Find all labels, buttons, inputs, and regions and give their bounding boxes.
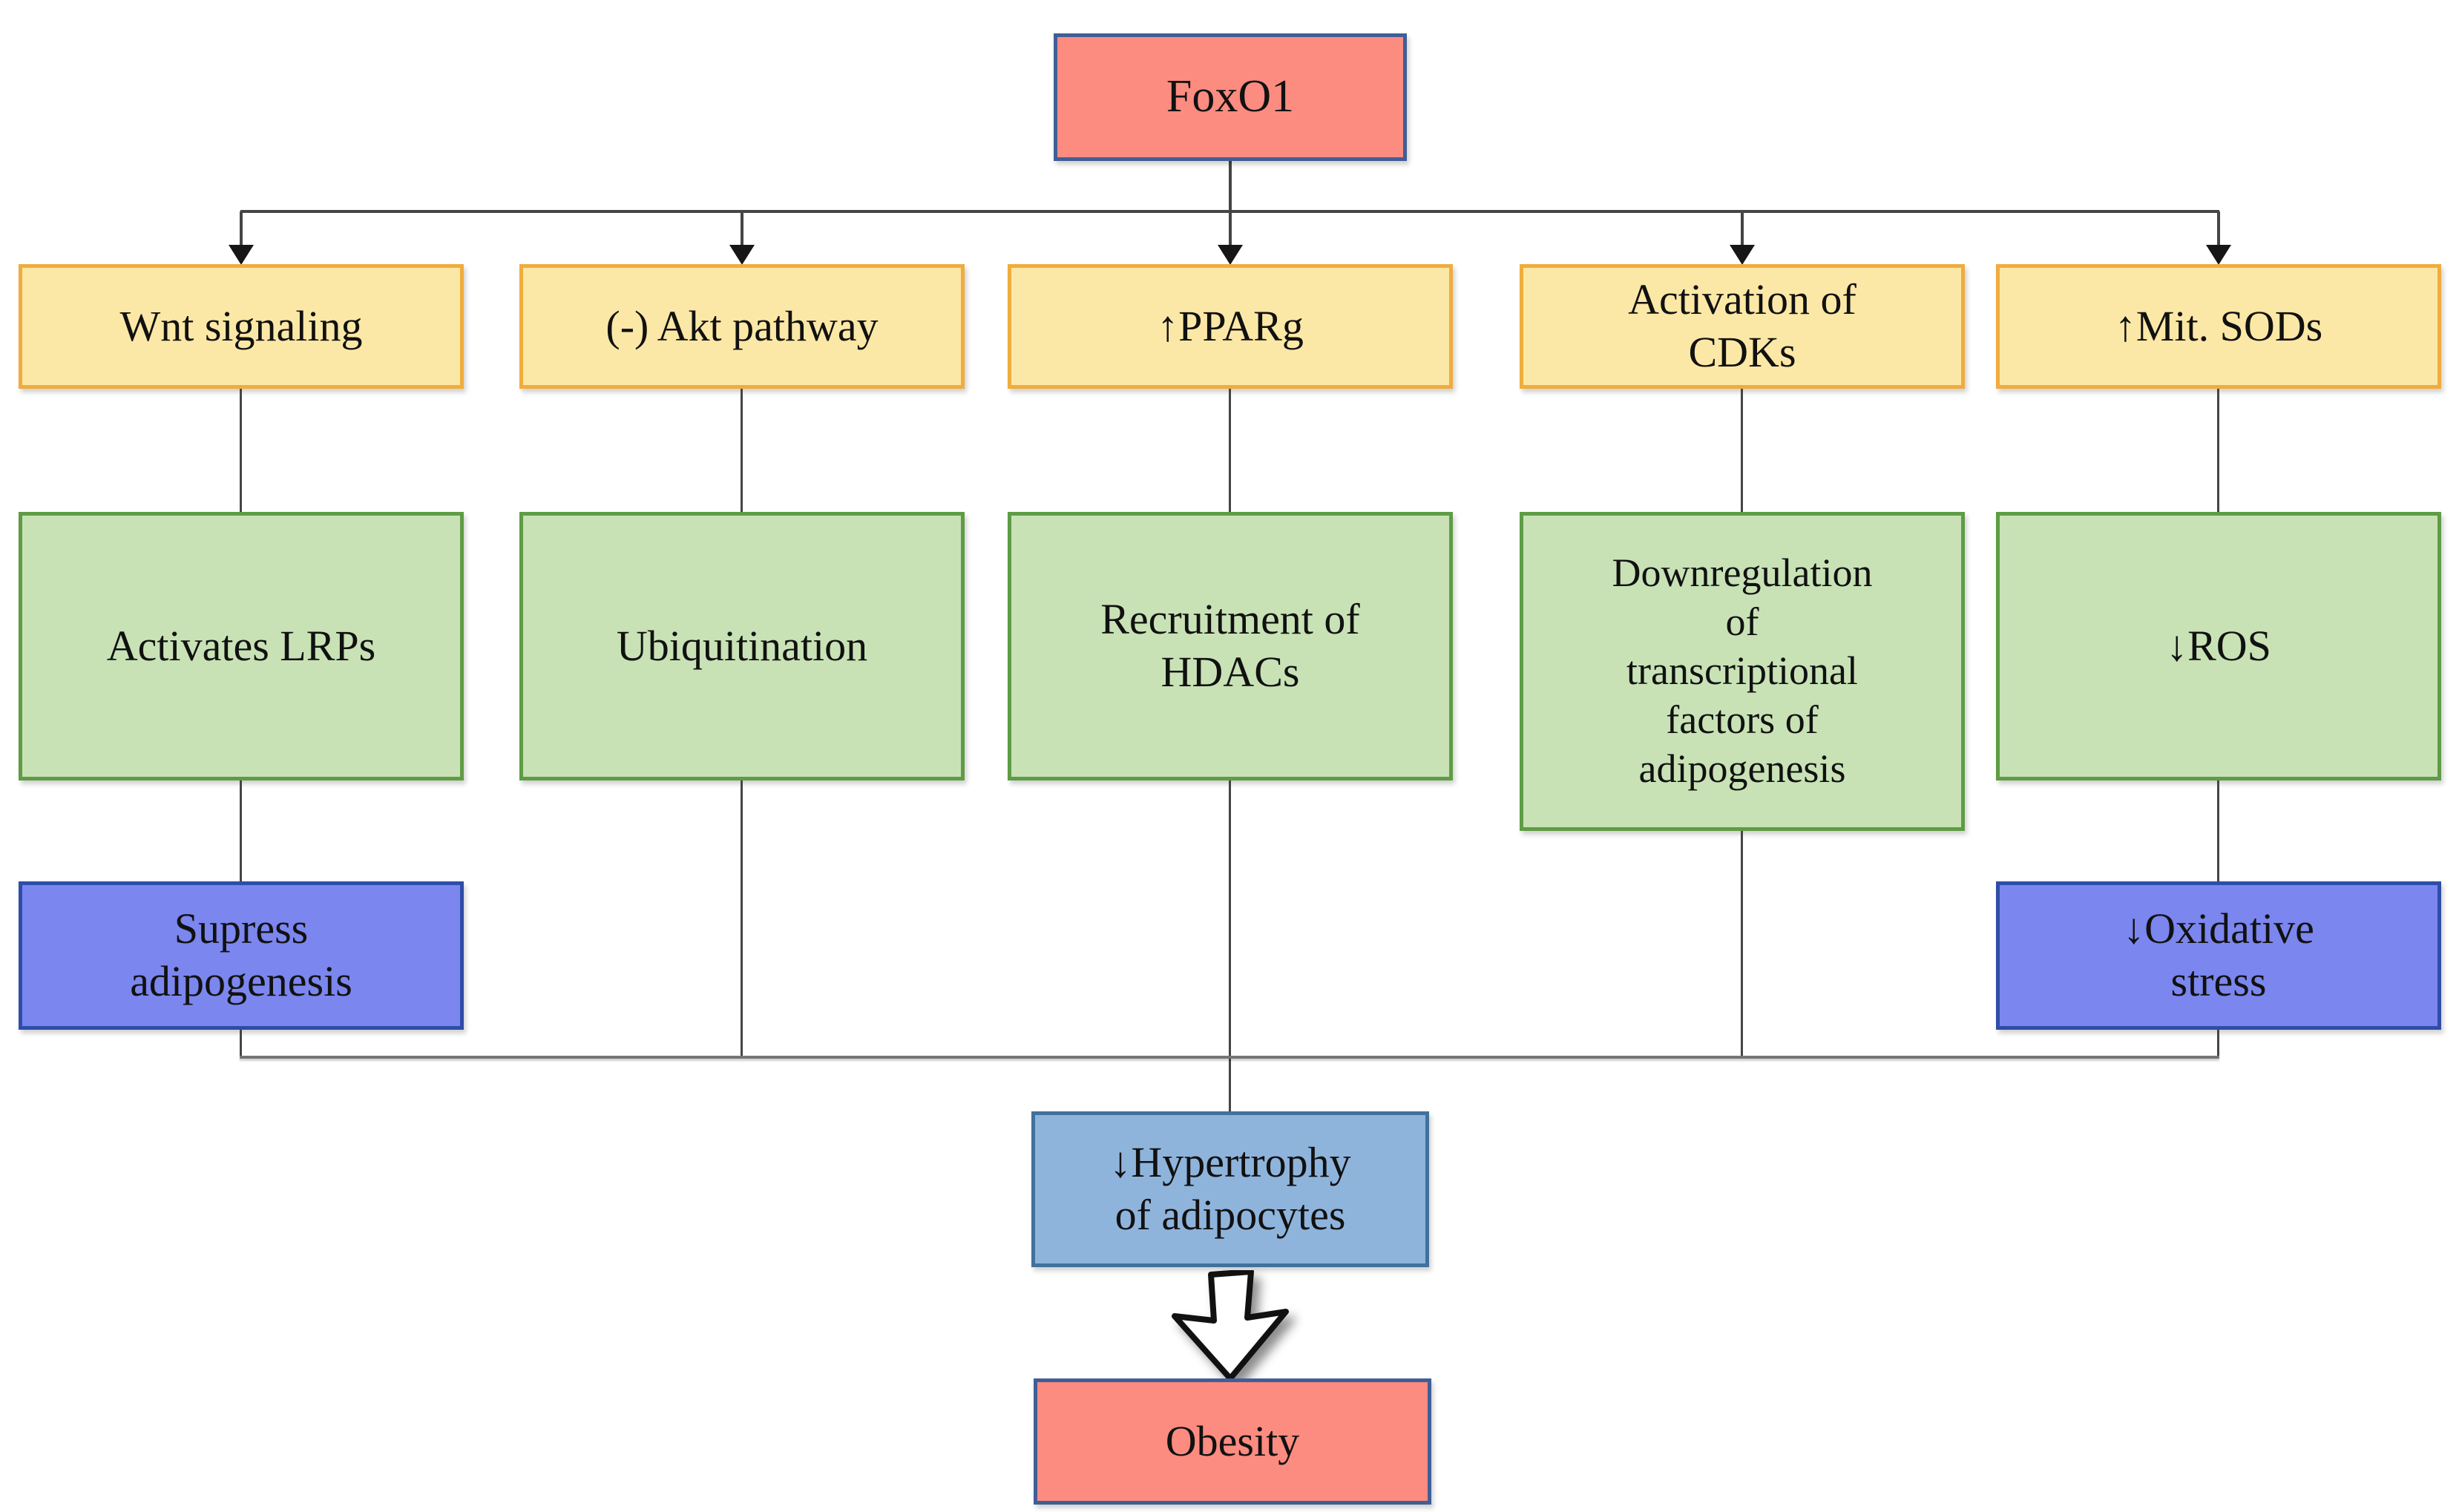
block-arrow-down-icon <box>1172 1270 1289 1381</box>
arrowhead-down-icon <box>2206 245 2231 265</box>
node-recruitment-hdacs: Recruitment of HDACs <box>1008 512 1453 780</box>
connector-foxo1-down <box>1229 156 1232 249</box>
node-pparg: ↑PPARg <box>1008 264 1453 389</box>
stub-col4 <box>1741 211 1744 249</box>
arrowhead-down-icon <box>229 245 254 265</box>
collector-line <box>240 1056 2219 1059</box>
connector-col1-b <box>240 780 242 881</box>
stub-col1 <box>240 211 243 249</box>
arrowhead-down-icon <box>1218 245 1243 265</box>
node-activates-lrps: Activates LRPs <box>19 512 464 780</box>
node-akt-pathway: (-) Akt pathway <box>519 264 965 389</box>
connector-col5-b <box>2217 780 2219 881</box>
connector-col2-a <box>741 389 743 512</box>
connector-col5-a <box>2217 389 2219 512</box>
node-wnt-signaling: Wnt signaling <box>19 264 464 389</box>
node-hypertrophy-adipocytes: ↓Hypertrophy of adipocytes <box>1031 1111 1429 1267</box>
node-mit-sods: ↑Mit. SODs <box>1996 264 2441 389</box>
connector-col5-c <box>2217 1030 2219 1057</box>
stub-col2 <box>741 211 743 249</box>
stub-col5 <box>2217 211 2220 249</box>
node-downregulation-tf: Downregulation of transcriptional factor… <box>1520 512 1965 831</box>
node-obesity: Obesity <box>1034 1378 1431 1505</box>
connector-col1-a <box>240 389 242 512</box>
connector-col2-b <box>741 780 743 1057</box>
arrowhead-down-icon <box>1730 245 1755 265</box>
connector-col1-c <box>240 1030 242 1057</box>
node-oxidative-stress: ↓Oxidative stress <box>1996 881 2441 1030</box>
connector-col4-a <box>1741 389 1743 512</box>
node-ubiquitination: Ubiquitination <box>519 512 965 780</box>
node-foxo1: FoxO1 <box>1054 33 1407 161</box>
connector-col4-b <box>1741 831 1743 1057</box>
connector-col3-a <box>1229 389 1231 512</box>
node-supress-adipogenesis: Supress adipogenesis <box>19 881 464 1030</box>
node-ros: ↓ROS <box>1996 512 2441 780</box>
arrowhead-down-icon <box>729 245 755 265</box>
connector-col3-b <box>1229 780 1231 1111</box>
node-activation-cdks: Activation of CDKs <box>1520 264 1965 389</box>
branch-line-top <box>240 210 2219 213</box>
